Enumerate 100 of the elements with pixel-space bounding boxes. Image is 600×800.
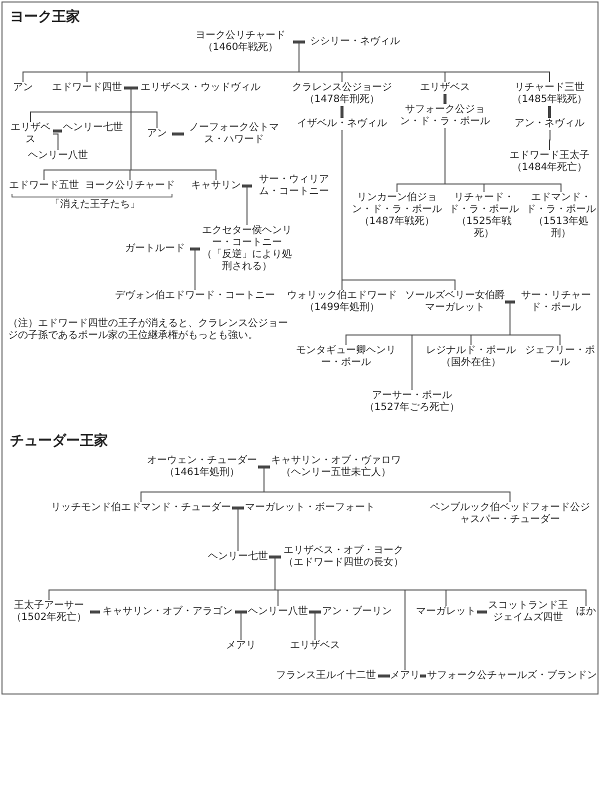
person-name: エリザベス・オブ・ヨーク bbox=[282, 545, 404, 556]
section-heading: ヨーク王家 bbox=[10, 8, 81, 26]
life-note: （1461年処刑） bbox=[163, 467, 241, 479]
person-name: エドワード四世 bbox=[50, 82, 124, 94]
person-name: アン・ブーリン bbox=[321, 606, 393, 618]
person-name: サフォーク公チャールズ・ブランドン bbox=[426, 670, 598, 682]
marriage-line bbox=[340, 106, 344, 118]
life-note: （1478年刑死） bbox=[303, 94, 381, 106]
person-name: アン bbox=[142, 128, 172, 140]
marriage-line bbox=[378, 674, 390, 678]
person-name: エリザベス・ウッドヴィル bbox=[138, 82, 263, 94]
person-name: ウォリック伯エドワード bbox=[287, 290, 397, 302]
life-note: （「反逆」により処刑される） bbox=[201, 249, 293, 273]
person-name: マーガレット bbox=[415, 606, 477, 618]
life-note: （1499年処刑） bbox=[303, 302, 381, 314]
life-note: （ヘンリー五世未亡人） bbox=[280, 467, 392, 479]
descent-line bbox=[232, 508, 238, 552]
person-name: ヘンリー八世 bbox=[28, 150, 88, 162]
descent-line bbox=[52, 134, 58, 150]
person-name: クラレンス公ジョージ bbox=[292, 82, 392, 94]
person-name: エドワード王太子 bbox=[508, 150, 590, 162]
life-note: （1525年戦死） bbox=[455, 216, 513, 240]
descent-line bbox=[240, 612, 248, 640]
life-note: （1487年戦死） bbox=[358, 216, 436, 228]
life-note: （1460年戦死） bbox=[202, 42, 280, 54]
person-name: キャサリン・オブ・ヴァロワ bbox=[270, 455, 402, 466]
person-name: ペンブルック伯ベッドフォード公ジャスパー・チューダー bbox=[430, 502, 590, 526]
person-name: シシリー・ネヴィル bbox=[305, 36, 405, 48]
person-name: キャサリン・オブ・アラゴン bbox=[100, 606, 235, 618]
descent-line bbox=[124, 88, 216, 180]
person-name: リンカーン伯ジョン・ド・ラ・ポール bbox=[352, 192, 442, 216]
life-note: （1527年ごろ死亡） bbox=[363, 402, 461, 414]
person-name: エリザベス bbox=[8, 122, 53, 146]
marriage-line bbox=[444, 94, 446, 104]
person-name: ヘンリー八世 bbox=[247, 606, 309, 618]
person-name: エクセター侯ヘンリー・コートニー bbox=[201, 225, 293, 248]
marriage-line bbox=[53, 130, 62, 132]
person-name: エドワード五世 bbox=[8, 180, 80, 192]
life-note: （1502年死亡） bbox=[10, 612, 88, 624]
person-name: アン・ネヴィル bbox=[503, 118, 596, 130]
marriage-line bbox=[293, 40, 305, 44]
marriage-line bbox=[269, 556, 281, 558]
person-name: サー・ウィリアム・コートニー bbox=[252, 174, 336, 198]
marriage-line bbox=[235, 610, 247, 614]
person-name: サー・リチャード・ポール bbox=[515, 290, 597, 314]
descent-line bbox=[342, 130, 456, 290]
person-name: スコットランド王ジェイムズ四世 bbox=[487, 600, 569, 624]
marriage-line bbox=[172, 132, 184, 136]
section-heading: チューダー王家 bbox=[10, 432, 109, 450]
marriage-line bbox=[420, 674, 426, 678]
person-name: 王太子アーサー bbox=[13, 600, 85, 612]
marriage-line bbox=[258, 466, 270, 468]
person-name: ヘンリー七世 bbox=[62, 122, 124, 134]
descent-line bbox=[308, 612, 316, 640]
life-note: （1485年戦死） bbox=[510, 94, 588, 106]
person-name: エドマンド・ド・ラ・ポール bbox=[525, 192, 597, 216]
life-note: （エドワード四世の長女） bbox=[282, 557, 404, 569]
life-note: （国外在住） bbox=[440, 357, 502, 369]
person-name: リチャード・ド・ラ・ポール bbox=[448, 192, 520, 216]
marriage-line bbox=[477, 610, 487, 614]
person-name: オーウェン・チューダー bbox=[146, 455, 258, 467]
marriage-line bbox=[242, 184, 252, 188]
descent-line bbox=[444, 128, 562, 192]
note-text: （注）エドワード四世の王子が消えると、クラレンス公ジョージの子孫であるポール家の王位継承権がもっとも強い。 bbox=[8, 318, 288, 342]
person-name: キャサリン bbox=[190, 180, 242, 192]
person-name: ヨーク公リチャード bbox=[194, 30, 286, 42]
person-name: サフォーク公ジョン・ド・ラ・ポール bbox=[397, 104, 493, 128]
person-name: エリザベス bbox=[397, 82, 493, 94]
marriage-line bbox=[309, 610, 321, 614]
descent-line bbox=[258, 466, 510, 502]
person-name: メアリ bbox=[390, 670, 420, 682]
person-name: ほか bbox=[575, 606, 597, 618]
person-name: レジナルド・ポール bbox=[425, 345, 517, 357]
person-name: ヘンリー七世 bbox=[207, 551, 269, 563]
person-name: メアリ bbox=[226, 640, 256, 652]
person-name: リッチモンド伯エドマンド・チューダー bbox=[50, 502, 232, 514]
person-name: モンタギュー卿ヘンリー・ポール bbox=[296, 345, 396, 369]
person-name: リチャード三世 bbox=[514, 82, 586, 94]
person-name: アン bbox=[8, 82, 38, 94]
group-label: 「消えた王子たち」 bbox=[49, 199, 141, 211]
person-name: ソールズベリー女伯爵マーガレット bbox=[405, 290, 505, 314]
person-name: ジェフリー・ポール bbox=[523, 345, 597, 369]
person-name: ガートルード bbox=[120, 243, 190, 255]
life-note: （1484年死亡） bbox=[510, 162, 588, 174]
person-name: エリザベス bbox=[290, 640, 340, 652]
descent-line bbox=[292, 42, 550, 82]
person-name: アーサー・ポール bbox=[371, 390, 453, 402]
person-name: マーガレット・ボーフォート bbox=[244, 502, 376, 514]
person-name: ノーフォーク公トマス・ハワード bbox=[184, 122, 284, 146]
marriage-line bbox=[90, 610, 100, 614]
person-name: デヴォン伯エドワード・コートニー bbox=[110, 290, 280, 302]
life-note: （1513年処刑） bbox=[532, 216, 590, 240]
person-name: ヨーク公リチャード bbox=[84, 180, 176, 192]
marriage-line bbox=[190, 248, 200, 250]
marriage-line bbox=[232, 506, 244, 510]
person-name: フランス王ルイ十二世 bbox=[274, 670, 378, 682]
marriage-line bbox=[124, 86, 138, 90]
marriage-line bbox=[548, 106, 551, 118]
descent-line bbox=[549, 130, 550, 150]
marriage-line bbox=[505, 300, 515, 304]
